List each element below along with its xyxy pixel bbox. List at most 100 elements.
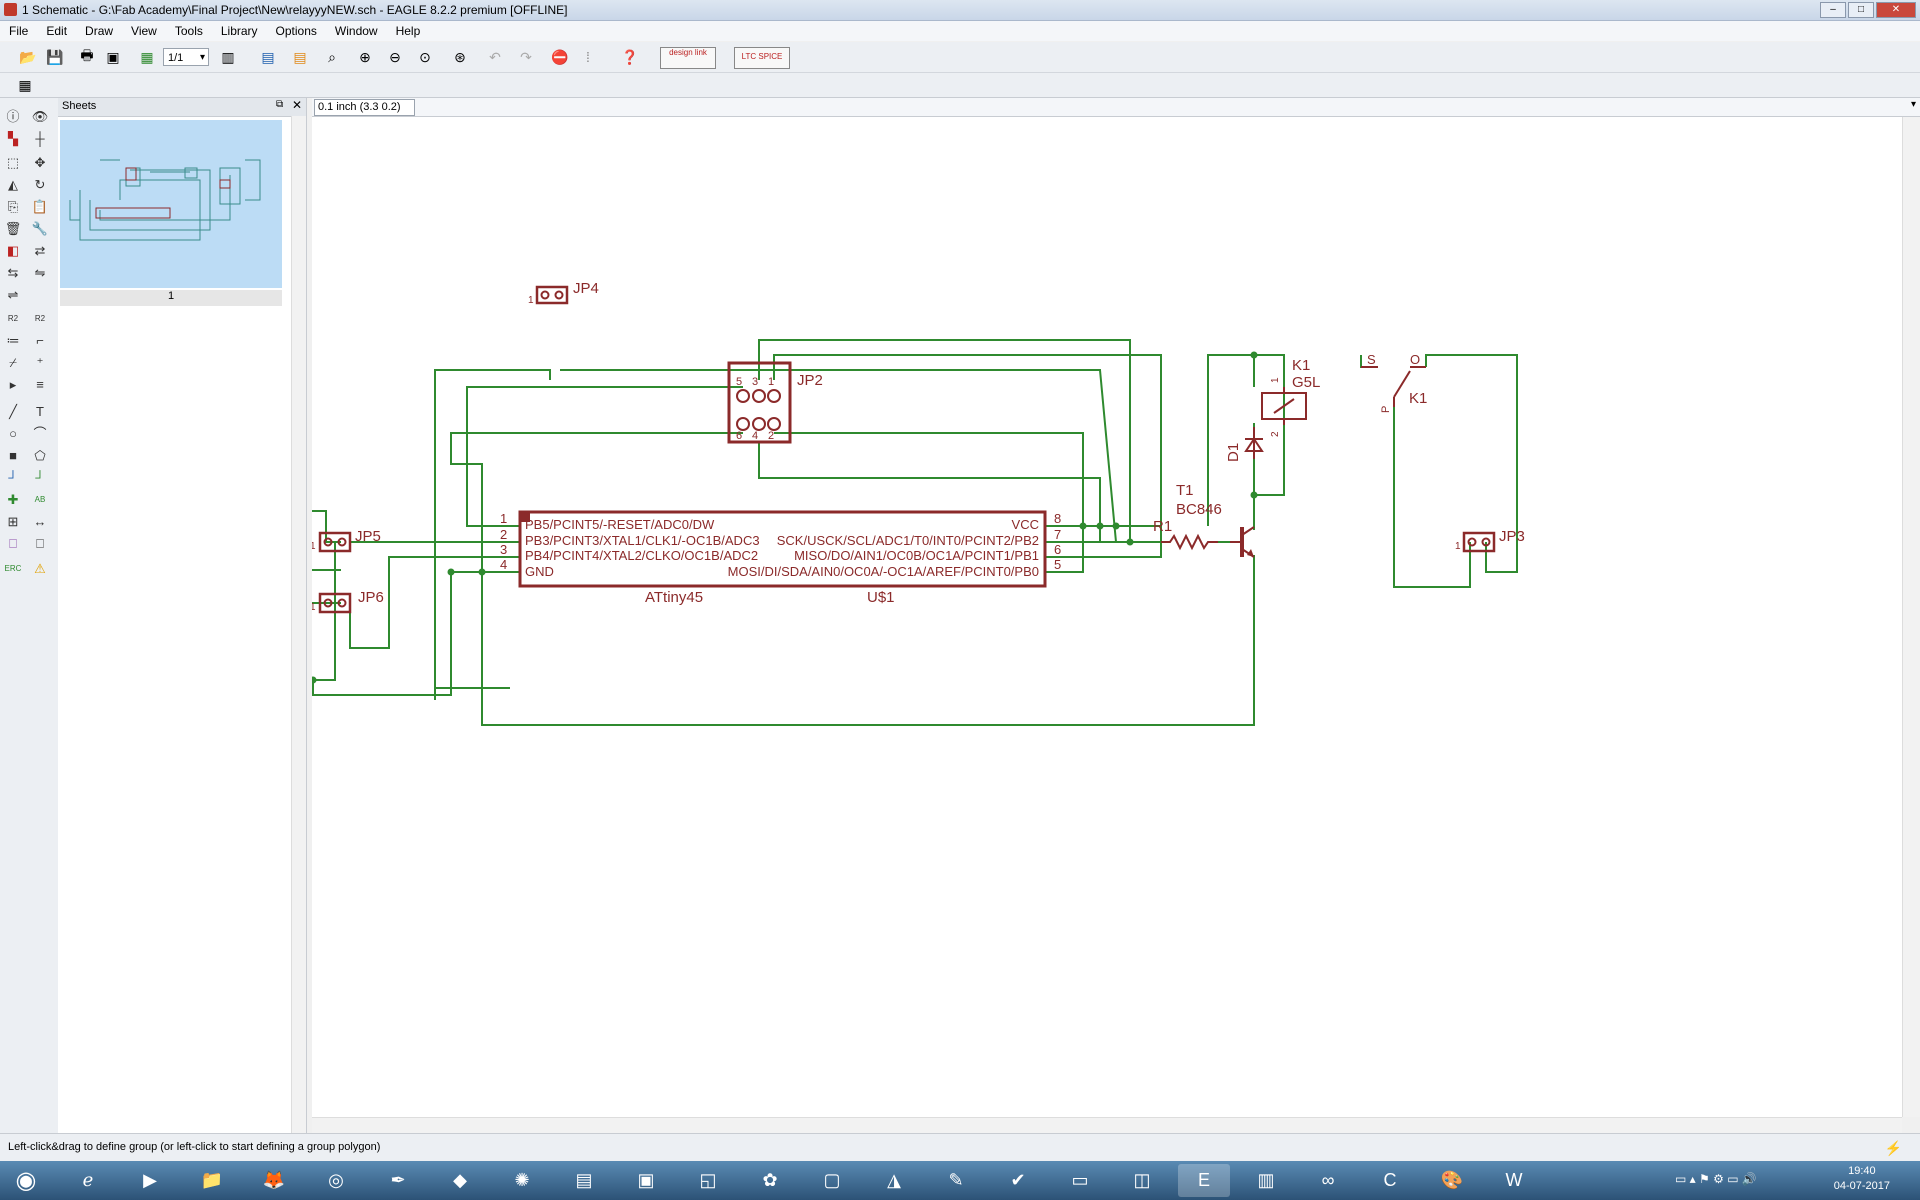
media-player-icon[interactable]: ▶ [143, 1170, 157, 1190]
rect-icon[interactable]: ■ [9, 448, 17, 463]
app-icon-4[interactable]: ◱ [699, 1170, 717, 1190]
file-explorer-icon[interactable]: 📁 [200, 1170, 224, 1190]
minimize-icon[interactable]: – [1820, 2, 1846, 18]
help-icon[interactable]: ❓ [621, 48, 639, 65]
save-icon[interactable]: 💾 [46, 48, 64, 65]
d1-diode[interactable]: D1 [1225, 427, 1264, 462]
invoke-icon[interactable]: ⇌ [7, 287, 19, 302]
taskbar-clock[interactable]: 19:40 04-07-2017 [1834, 1164, 1890, 1194]
name-icon[interactable]: R2 [7, 314, 19, 323]
errors-icon[interactable]: ⚠ [34, 561, 46, 576]
start-button[interactable]: ◉ [15, 1167, 37, 1194]
value-icon[interactable]: R2 [34, 314, 46, 323]
print-icon[interactable]: 🖶 [80, 47, 94, 63]
open-icon[interactable]: 📂 [19, 48, 37, 65]
delete-icon[interactable]: 🗑 [4, 221, 22, 236]
canvas-vertical-scrollbar[interactable] [1902, 117, 1920, 1117]
vlc-icon[interactable]: ✔ [1010, 1170, 1026, 1190]
menu-tools[interactable]: Tools [174, 24, 203, 38]
eagle-taskbar-icon[interactable]: E [1178, 1164, 1230, 1197]
app-icon-7[interactable]: ◮ [887, 1170, 901, 1190]
canvas-horizontal-scrollbar[interactable] [312, 1117, 1902, 1134]
gate-swap-icon[interactable]: ⇆ [7, 265, 19, 280]
line-icon[interactable]: ╱ [9, 404, 17, 419]
zoom-select-icon[interactable]: ⊛ [454, 48, 466, 65]
arc-icon[interactable]: ⌒ [33, 426, 47, 441]
menu-window[interactable]: Window [334, 24, 378, 38]
go-icon[interactable]: ⁞ [586, 49, 590, 65]
k1-relay-coil[interactable]: 1 2 K1 G5L [1261, 357, 1320, 437]
schematic-canvas[interactable]: 1 PB5/PCINT5/-RESET/ADC0/DW 2 PB3/PCINT3… [279, 117, 1902, 1117]
r1-resistor[interactable]: R1 [1153, 518, 1218, 551]
attribute-icon[interactable]: ≡ [36, 377, 44, 392]
erc-icon[interactable]: ERC [4, 564, 22, 573]
jp6-header[interactable]: 1 JP6 [310, 589, 384, 614]
close-icon[interactable]: ✕ [1876, 2, 1916, 18]
app-icon-8[interactable]: ✎ [948, 1170, 964, 1190]
sheet-select[interactable]: 1/1 [163, 48, 209, 67]
script-icon[interactable]: ▤ [261, 48, 275, 65]
app-icon-3[interactable]: ▣ [637, 1170, 655, 1190]
polygon-icon[interactable]: ⬠ [34, 448, 46, 463]
copy-icon[interactable]: ⎘ [7, 199, 19, 214]
cam-icon[interactable]: ▣ [106, 48, 120, 65]
menu-view[interactable]: View [131, 24, 157, 38]
slice-icon[interactable]: ▸ [9, 377, 17, 392]
group-icon[interactable]: ⬚ [6, 155, 20, 170]
miter-icon[interactable]: ⌐ [36, 333, 44, 348]
library-icon[interactable]: ▥ [221, 48, 235, 65]
chrome-icon[interactable]: ◎ [328, 1170, 344, 1190]
replace-icon[interactable]: ⇄ [34, 243, 46, 258]
app-icon-1[interactable]: ✺ [514, 1170, 530, 1190]
zoom-redraw-icon[interactable]: ⊙ [419, 48, 431, 65]
paste-icon[interactable]: 📋 [31, 199, 49, 214]
zoom-out-icon[interactable]: ⊖ [389, 48, 401, 65]
dimension-icon[interactable]: ↔ [33, 514, 47, 529]
smash-icon[interactable]: ≔ [6, 333, 20, 348]
change-icon[interactable]: 🔧 [31, 221, 49, 236]
inkscape-icon[interactable]: ✒ [390, 1170, 406, 1190]
float-panel-icon[interactable]: ⧉ [276, 99, 284, 110]
rotate-icon[interactable]: ↻ [34, 177, 46, 192]
board-switch-icon[interactable]: ▦ [140, 48, 154, 65]
jp3-header[interactable]: 1 JP3 [1455, 528, 1525, 553]
jp4-header[interactable]: 1 JP4 [528, 280, 599, 306]
move-icon[interactable]: ✥ [34, 155, 46, 170]
mirror-icon[interactable]: ◭ [8, 177, 18, 192]
close-panel-icon[interactable]: ✕ [292, 98, 303, 112]
firefox-icon[interactable]: 🦊 [262, 1170, 286, 1190]
redo-icon[interactable]: ↷ [520, 48, 532, 65]
port-icon[interactable]: ⎕ [36, 536, 44, 551]
optimize-icon[interactable]: ⁺ [36, 355, 44, 370]
mark-icon[interactable]: ┼ [35, 131, 45, 146]
show-icon[interactable]: 👁 [31, 109, 49, 124]
app-icon-11[interactable]: ▥ [1257, 1170, 1275, 1190]
sheets-scrollbar[interactable] [291, 116, 306, 1133]
chevron-down-icon[interactable]: ▾ [1910, 99, 1916, 110]
text-icon[interactable]: T [36, 404, 44, 419]
menu-edit[interactable]: Edit [46, 24, 68, 38]
display-layers-icon[interactable]: ▚ [8, 131, 18, 146]
app-icon-2[interactable]: ▤ [575, 1170, 593, 1190]
jp2-header[interactable]: 5 3 1 6 4 2 JP2 [727, 361, 823, 444]
menu-options[interactable]: Options [275, 24, 317, 38]
menu-draw[interactable]: Draw [85, 24, 114, 38]
sketchup-icon[interactable]: ◆ [453, 1170, 467, 1190]
app-icon-5[interactable]: ✿ [762, 1170, 778, 1190]
bus-icon[interactable]: ┘ [8, 470, 18, 485]
junction-icon[interactable]: ✚ [7, 492, 19, 507]
ltspice-button[interactable]: LTC SPICE [734, 47, 790, 69]
zoom-fit-icon[interactable]: ⌕ [328, 48, 336, 65]
app-icon-12[interactable]: C [1383, 1170, 1397, 1190]
split-icon[interactable]: ⌿ [9, 355, 17, 370]
ulp-icon[interactable]: ▤ [293, 48, 307, 65]
stop-icon[interactable]: ⛔ [551, 48, 569, 65]
zoom-in-icon[interactable]: ⊕ [359, 48, 371, 65]
maximize-icon[interactable]: □ [1848, 2, 1874, 18]
word-icon[interactable]: W [1505, 1170, 1523, 1190]
attiny45-ic[interactable]: 1 PB5/PCINT5/-RESET/ADC0/DW 2 PB3/PCINT3… [500, 510, 1061, 606]
undo-icon[interactable]: ↶ [489, 48, 501, 65]
tray-icons[interactable]: ▭ ▴ ⚑ ⚙ ▭ 🔊 [1675, 1172, 1757, 1186]
app-icon-10[interactable]: ◫ [1133, 1170, 1151, 1190]
info-icon[interactable]: ⓘ [6, 109, 20, 124]
